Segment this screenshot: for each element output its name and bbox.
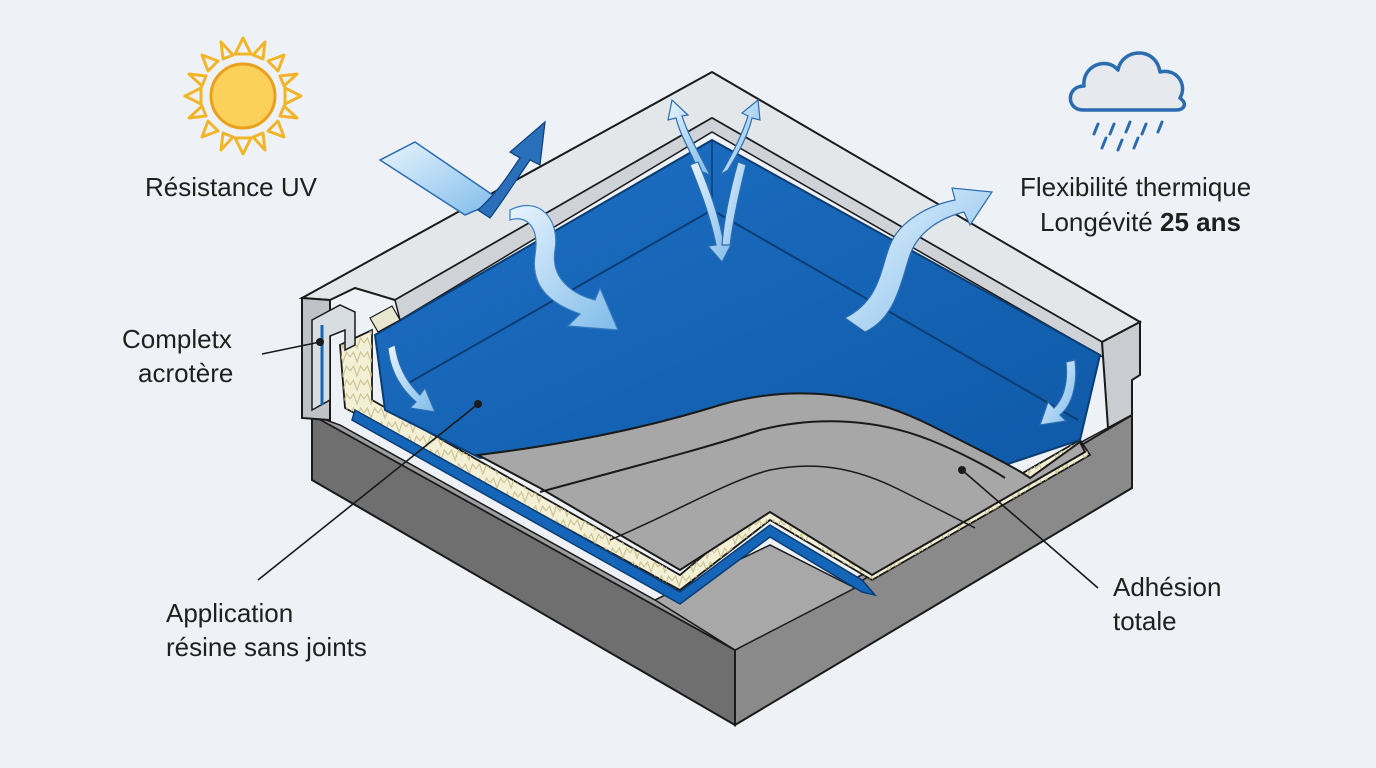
small-arrows: [387, 344, 1077, 426]
adhesion-label-line1: Adhésion: [1113, 572, 1222, 602]
parapet-label-line1: Completx: [122, 324, 232, 354]
application-label: Application résine sans joints: [166, 596, 367, 664]
parapet-detail: [311, 304, 401, 412]
rain-cloud-icon: [1068, 51, 1187, 152]
leader-dot-parapet: [316, 338, 324, 346]
parapet-label-line2: acrotère: [138, 358, 234, 388]
longevity-value: 25 ans: [1159, 207, 1241, 237]
leader-dot-application: [474, 400, 482, 408]
parapet-label: Completx acrotère: [122, 322, 233, 390]
concrete-slab: [311, 413, 1133, 727]
membrane-edge-strip: [351, 408, 878, 605]
leader-lines: [257, 341, 1099, 589]
application-label-line2: résine sans joints: [166, 632, 367, 662]
longevity-label: Longévité 25 ans: [1040, 205, 1241, 239]
longevity-prefix: Longévité: [1040, 207, 1160, 237]
leader-dot-adhesion: [958, 466, 966, 474]
uv-arrows: [378, 120, 619, 331]
thermal-arrows: [667, 98, 994, 333]
uv-resistance-label: Résistance UV: [145, 172, 317, 202]
application-label-line1: Application: [166, 598, 294, 628]
thermal-flexibility-label: Flexibilité thermique: [1020, 172, 1252, 202]
adhesion-label-line2: totale: [1113, 606, 1177, 636]
adhesion-label: Adhésion totale: [1113, 570, 1221, 638]
sun-icon: [183, 36, 303, 156]
primer-layer: [474, 392, 1087, 577]
